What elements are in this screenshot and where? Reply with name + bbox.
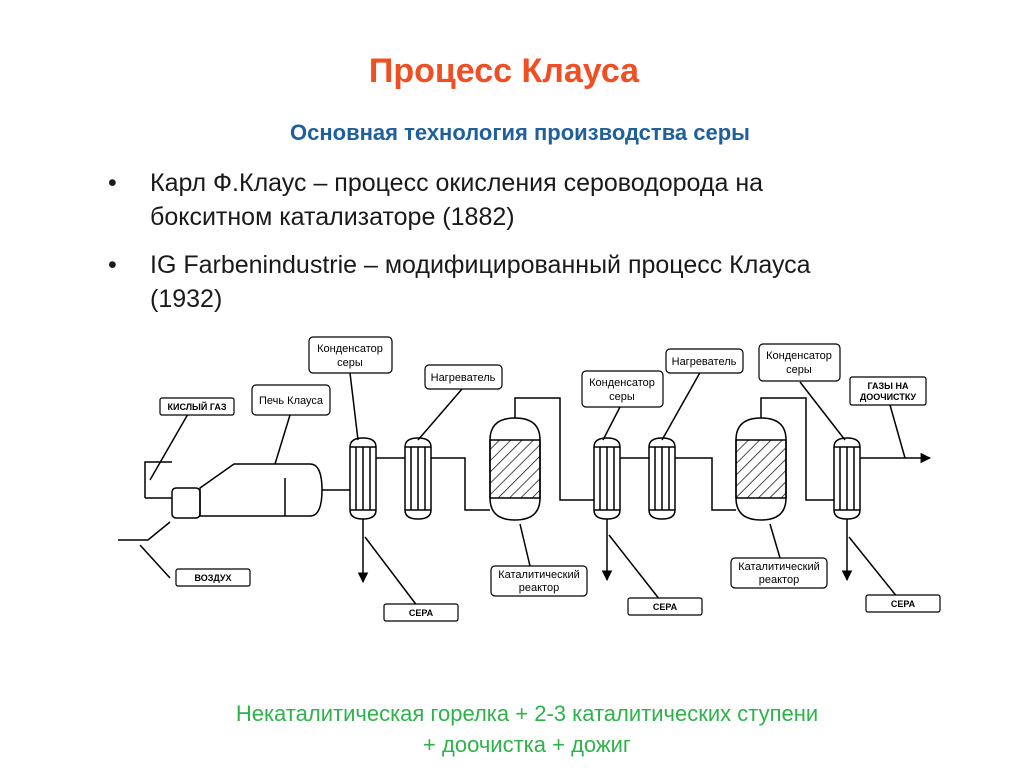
footer-summary: Некаталитическая горелка + 2-3 каталитич… bbox=[0, 698, 1024, 760]
heater-1 bbox=[404, 437, 432, 520]
air-label bbox=[175, 568, 251, 587]
sulfur-3-label bbox=[865, 594, 941, 613]
bullet-marker: • bbox=[108, 169, 117, 197]
sulfur-2-text: СЕРА bbox=[653, 602, 678, 612]
burner bbox=[171, 487, 201, 519]
bullet-text-line2: бокситном катализаторе (1882) bbox=[150, 203, 515, 231]
condenser-3 bbox=[833, 437, 861, 520]
condenser-1-text-line1: Конденсатор bbox=[317, 343, 383, 355]
condenser-2-text-line1: Конденсатор bbox=[589, 377, 655, 389]
footer-line1: Некаталитическая горелка + 2-3 каталитич… bbox=[235, 701, 819, 726]
bullet-text-line2: (1932) bbox=[150, 285, 223, 313]
reactor-2-label bbox=[730, 557, 828, 589]
condenser-1-text-line2: серы bbox=[337, 357, 363, 369]
tail-gas-text-line2: ДООЧИСТКУ bbox=[860, 392, 917, 402]
tail-gas-text-line1: ГАЗЫ НА bbox=[868, 381, 909, 391]
heater-2-label bbox=[665, 348, 744, 374]
bullet-list: • Карл Ф.Клаус – процесс окисления серов… bbox=[108, 166, 908, 330]
sulfur-2-label bbox=[627, 597, 703, 616]
reactor-2-text-line1: Каталитический bbox=[738, 561, 820, 573]
condenser-1-label bbox=[308, 336, 393, 374]
page-title: Процесс Клауса bbox=[368, 52, 640, 90]
sulfur-1-label bbox=[383, 603, 459, 622]
condenser-3-text-line1: Конденсатор bbox=[766, 350, 832, 362]
heater-1-label bbox=[424, 364, 503, 390]
reactor-1-text-line2: реактор bbox=[519, 582, 559, 594]
acid-gas-text: КИСЛЫЙ ГАЗ bbox=[167, 401, 226, 412]
bullet-item-ig-farben: • IG Farbenindustrie – модифицированный … bbox=[108, 248, 908, 316]
catalytic-reactor-2 bbox=[735, 417, 787, 521]
reactor-1-text-line1: Каталитический bbox=[498, 569, 580, 581]
condenser-2-text-line2: серы bbox=[609, 391, 635, 403]
air-text: ВОЗДУХ bbox=[194, 573, 231, 583]
tail-gas-label bbox=[849, 376, 927, 406]
heater-2-text: Нагреватель bbox=[672, 356, 737, 368]
claus-furnace bbox=[199, 463, 323, 517]
catalytic-reactor-1 bbox=[489, 417, 541, 521]
condenser-2 bbox=[593, 437, 621, 520]
sulfur-3-text: СЕРА bbox=[891, 599, 916, 609]
heater-2 bbox=[648, 437, 676, 520]
heater-1-text: Нагреватель bbox=[431, 372, 496, 384]
bullet-item-claus: • Карл Ф.Клаус – процесс окисления серов… bbox=[108, 166, 908, 234]
bullet-text-line1: IG Farbenindustrie – модифицированный пр… bbox=[150, 251, 811, 279]
condenser-2-label bbox=[581, 370, 664, 408]
air-line bbox=[118, 521, 171, 541]
condenser-1 bbox=[349, 437, 377, 520]
condenser-3-label bbox=[758, 343, 841, 382]
furnace-text: Печь Клауса bbox=[259, 395, 324, 407]
reactor-2-text-line2: реактор bbox=[759, 574, 799, 586]
condenser-3-text-line2: серы bbox=[786, 364, 812, 376]
page-subtitle: Основная технология производства серы bbox=[290, 120, 750, 145]
sulfur-1-text: СЕРА bbox=[409, 608, 434, 618]
bullet-text-line1: Карл Ф.Клаус – процесс окисления серовод… bbox=[150, 169, 764, 197]
furnace-label bbox=[251, 384, 331, 416]
reactor-1-label bbox=[490, 565, 588, 597]
footer-line2: + доочистка + дожиг bbox=[423, 732, 631, 757]
acid-gas-label bbox=[159, 397, 235, 416]
acid-gas-line bbox=[144, 461, 172, 499]
bullet-marker: • bbox=[108, 251, 117, 279]
